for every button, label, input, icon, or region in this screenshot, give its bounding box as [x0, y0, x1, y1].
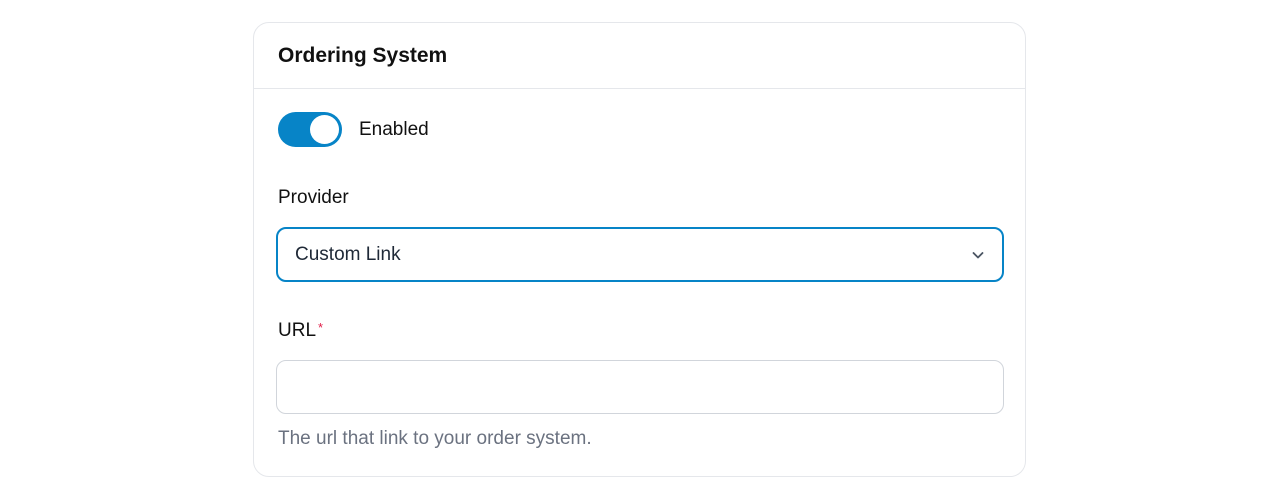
enabled-toggle-row: Enabled	[278, 112, 429, 147]
ordering-system-card: Ordering System Enabled Provider Custom …	[253, 22, 1026, 477]
url-label-text: URL	[278, 320, 317, 341]
provider-label: Provider	[278, 187, 349, 209]
required-marker: *	[318, 320, 324, 335]
provider-select[interactable]: Custom Link	[276, 227, 1004, 282]
url-label: URL*	[278, 320, 323, 342]
enabled-label: Enabled	[359, 118, 429, 140]
chevron-down-icon	[972, 251, 984, 258]
card-header: Ordering System	[254, 23, 1025, 89]
toggle-knob	[310, 115, 339, 144]
card-title: Ordering System	[278, 43, 448, 67]
provider-select-value: Custom Link	[295, 243, 401, 265]
enabled-toggle[interactable]	[278, 112, 342, 147]
url-input[interactable]	[276, 360, 1004, 414]
provider-label-text: Provider	[278, 187, 349, 208]
url-help-text: The url that link to your order system.	[278, 428, 592, 449]
